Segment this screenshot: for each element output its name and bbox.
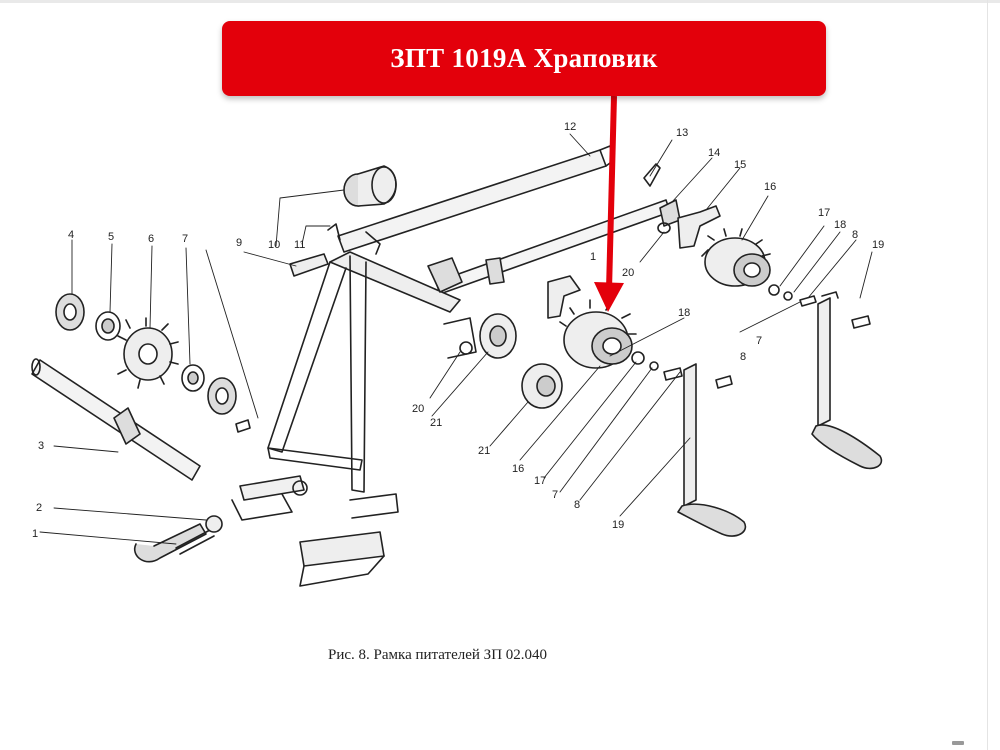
part-label-19-lower: 19 (612, 519, 624, 531)
part-label-11: 11 (294, 239, 305, 251)
part-label-19: 19 (872, 239, 884, 251)
cotter-11 (327, 223, 341, 241)
washer-17a (768, 284, 780, 296)
part-label-14: 14 (708, 147, 720, 159)
leader-lines (39, 133, 873, 545)
part-label-8-lower: 8 (574, 499, 580, 511)
washer-17b (631, 351, 645, 365)
part-label-20-lower: 20 (412, 403, 424, 415)
part-label-7-lower: 7 (552, 489, 558, 501)
part-label-20: 20 (622, 267, 634, 279)
main-frame (231, 231, 505, 587)
part-label-8: 8 (852, 229, 858, 241)
part-label-13: 13 (676, 127, 688, 139)
washer-20a (657, 222, 671, 234)
cotter-pin-13 (643, 163, 661, 187)
part-label-8-mid: 8 (740, 351, 746, 363)
banner-title: ЗПТ 1019А Храповик (390, 43, 658, 73)
crank-19-upper (811, 291, 883, 470)
bushing-10 (343, 165, 397, 207)
pointer-arrow (594, 95, 624, 312)
crank-19-lower (677, 363, 747, 537)
part-label-9: 9 (236, 237, 242, 249)
part-label-17-lower: 17 (534, 475, 546, 487)
roller-21-lower (521, 363, 563, 409)
part-label-5: 5 (108, 231, 114, 243)
part-label-4: 4 (68, 229, 74, 241)
part-label-18-lower: 18 (678, 307, 690, 319)
part-label-15: 15 (734, 159, 746, 171)
part-label-17: 17 (818, 207, 830, 219)
corner-mark (952, 741, 964, 745)
part-labels: 12 13 14 15 16 17 18 8 19 20 1 7 4 5 6 7… (32, 121, 884, 540)
pawl-15 (677, 205, 721, 249)
roller-21-upper (479, 313, 517, 359)
part-label-6: 6 (148, 233, 154, 245)
washer-20b (459, 341, 473, 355)
top-border (0, 0, 1000, 3)
part-label-1: 1 (32, 528, 38, 540)
part-label-10: 10 (268, 239, 280, 251)
nut-8b (649, 361, 659, 371)
part-label-3: 3 (38, 440, 44, 452)
nut-2 (205, 515, 223, 533)
part-label-16: 16 (764, 181, 776, 193)
part-label-16-lower: 16 (512, 463, 524, 475)
ratchet-16-lower (547, 275, 637, 369)
right-border (987, 0, 988, 750)
shaft-3 (31, 358, 201, 481)
ratchet-16-upper (701, 228, 771, 287)
title-banner: ЗПТ 1019А Храповик (222, 21, 826, 96)
part-label-7-right: 7 (756, 335, 762, 347)
nut-8a (783, 291, 793, 301)
bolt-18b (663, 367, 683, 381)
bracket-lines (443, 317, 477, 359)
eye-bolt-1 (133, 523, 215, 563)
part-label-21-lower: 21 (478, 445, 490, 457)
part-label-2: 2 (36, 502, 42, 514)
figure-caption: Рис. 8. Рамка питателей ЗП 02.040 (328, 647, 548, 663)
bolt-8-left (235, 419, 251, 433)
sprocket-6 (117, 317, 179, 389)
pin-9 (289, 253, 329, 277)
part-label-1-arrow: 1 (590, 251, 596, 263)
part-label-21-upper: 21 (430, 417, 442, 429)
part-label-7: 7 (182, 233, 188, 245)
part-label-18: 18 (834, 219, 846, 231)
part-label-12: 12 (564, 121, 576, 133)
bolt-18a (799, 295, 817, 307)
